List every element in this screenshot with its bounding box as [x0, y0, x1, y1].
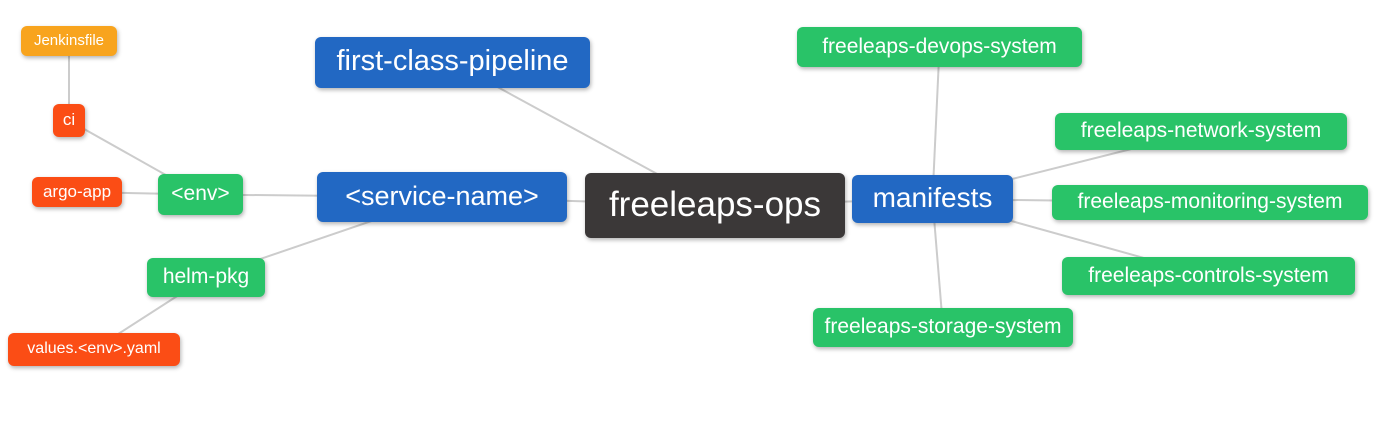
node-argo-app[interactable]: argo-app	[32, 177, 122, 207]
node-label: <env>	[171, 182, 230, 205]
node-freeleaps-network-system[interactable]: freeleaps-network-system	[1055, 113, 1347, 150]
node-label: freeleaps-network-system	[1080, 119, 1322, 142]
node-label: manifests	[872, 182, 993, 213]
node-label: <service-name>	[345, 180, 539, 211]
node-label: freeleaps-controls-system	[1088, 263, 1329, 287]
node-label: freeleaps-monitoring-system	[1077, 190, 1343, 213]
node-label: Jenkinsfile	[33, 31, 105, 49]
node-values-env-yaml[interactable]: values.<env>.yaml	[8, 333, 180, 366]
node-freeleaps-ops[interactable]: freeleaps-ops	[585, 173, 845, 238]
node-label: values.<env>.yaml	[27, 339, 161, 357]
node-label: freeleaps-storage-system	[824, 315, 1062, 338]
node-label: freeleaps-devops-system	[822, 34, 1057, 58]
node-freeleaps-devops-system[interactable]: freeleaps-devops-system	[797, 27, 1082, 67]
node-first-class-pipeline[interactable]: first-class-pipeline	[315, 37, 590, 88]
node-label: ci	[62, 110, 76, 129]
edge-manifests-to-freeleaps-devops-system	[931, 46, 941, 200]
node-helm-pkg[interactable]: helm-pkg	[147, 258, 265, 297]
node-label: freeleaps-ops	[608, 185, 822, 224]
node-label: first-class-pipeline	[336, 45, 569, 77]
node-freeleaps-controls-system[interactable]: freeleaps-controls-system	[1062, 257, 1355, 295]
node-freeleaps-monitoring-system[interactable]: freeleaps-monitoring-system	[1052, 185, 1368, 220]
node-label: argo-app	[42, 181, 112, 201]
node-manifests[interactable]: manifests	[852, 175, 1013, 223]
node-service-name[interactable]: <service-name>	[317, 172, 567, 222]
node-env[interactable]: <env>	[158, 174, 243, 215]
node-freeleaps-storage-system[interactable]: freeleaps-storage-system	[813, 308, 1073, 347]
node-label: helm-pkg	[162, 265, 250, 288]
node-jenkinsfile[interactable]: Jenkinsfile	[21, 26, 117, 56]
node-ci[interactable]: ci	[53, 104, 85, 137]
